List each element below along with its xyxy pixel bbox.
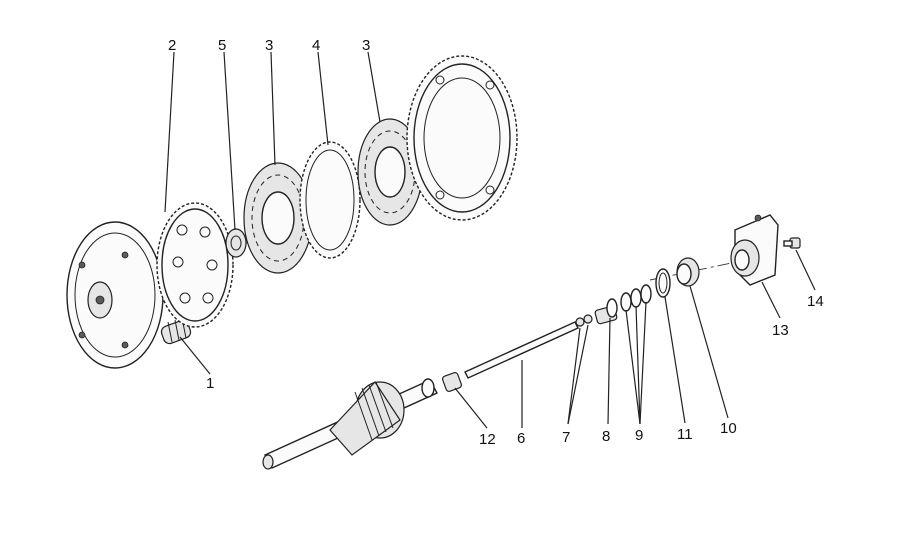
- callout-13: 13: [772, 322, 789, 339]
- leader-4: [317, 51, 329, 146]
- friction-disc-2: [357, 118, 423, 226]
- leader-10: [689, 285, 729, 419]
- leader-3b: [367, 51, 381, 123]
- leader-3a: [270, 51, 276, 166]
- callout-6: 6: [517, 430, 525, 447]
- leader-7b: [567, 324, 589, 425]
- leader-12: [454, 387, 488, 429]
- slave-cylinder: [730, 214, 779, 286]
- leader-2: [164, 51, 175, 213]
- leader-11: [664, 296, 686, 424]
- small-pins: [575, 314, 593, 327]
- leader-14: [795, 249, 816, 291]
- leader-7a: [567, 327, 581, 425]
- main-shaft: [262, 378, 438, 470]
- washers: [620, 284, 652, 312]
- callout-12: 12: [479, 431, 496, 448]
- callout-1: 1: [206, 375, 214, 392]
- flywheel-housing: [66, 221, 164, 369]
- callout-7: 7: [562, 429, 570, 446]
- callout-10: 10: [720, 420, 737, 437]
- callout-9: 9: [635, 427, 643, 444]
- piston-part: [594, 298, 618, 325]
- bushing-part: [441, 371, 463, 393]
- callout-14: 14: [807, 293, 824, 310]
- o-ring: [655, 268, 671, 298]
- callout-3b: 3: [362, 37, 370, 54]
- callout-8: 8: [602, 428, 610, 445]
- callout-11: 11: [677, 426, 693, 443]
- leader-9c: [639, 301, 647, 425]
- callout-5: 5: [218, 37, 226, 54]
- callout-4: 4: [312, 37, 320, 54]
- leader-8: [607, 317, 611, 425]
- leader-9b: [635, 305, 641, 425]
- callout-3a: 3: [265, 37, 273, 54]
- leader-5: [223, 51, 236, 231]
- sleeve-part: [676, 257, 700, 287]
- crown-gear: [406, 55, 518, 221]
- sprocket-plate: [156, 202, 234, 328]
- bearing-part: [225, 228, 247, 258]
- callout-2: 2: [168, 37, 176, 54]
- leader-1: [179, 336, 211, 375]
- steel-ring: [299, 141, 361, 259]
- leader-13: [761, 281, 781, 319]
- leader-9a: [625, 309, 641, 425]
- bolt-part: [783, 237, 801, 249]
- push-rod: [464, 321, 579, 379]
